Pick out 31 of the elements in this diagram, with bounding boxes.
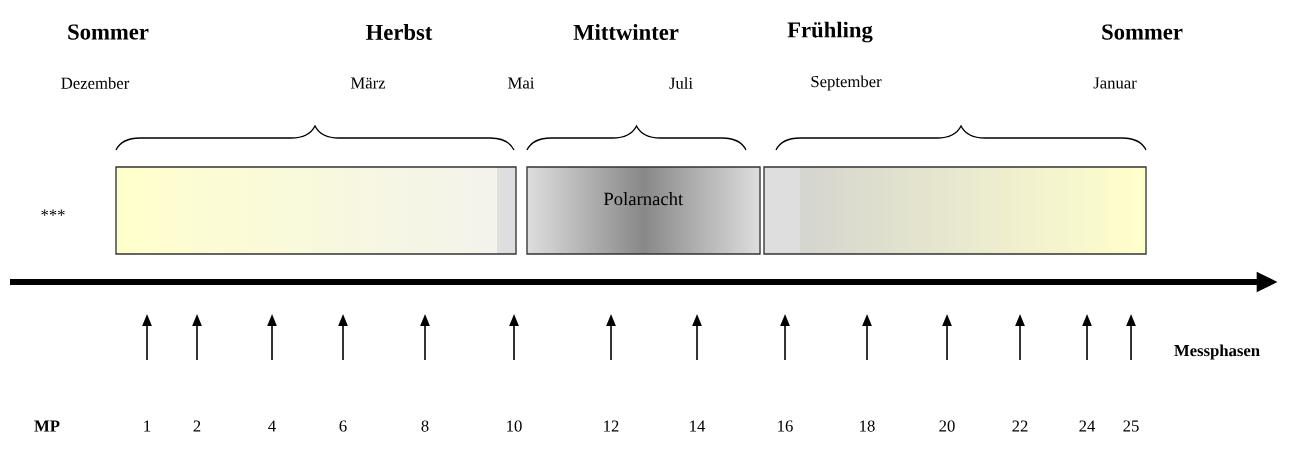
phase-number: 6 <box>339 420 347 432</box>
phase-number: 18 <box>860 420 875 432</box>
phase-number: 25 <box>1123 420 1139 432</box>
phase-number: 12 <box>604 420 619 432</box>
season-heading: Sommer <box>68 24 149 40</box>
season-band: Polarnacht <box>526 166 761 255</box>
month-label: Juli <box>669 77 693 89</box>
season-band <box>115 166 517 255</box>
month-label: September <box>811 75 882 91</box>
season-heading: Sommer <box>1102 24 1183 40</box>
phase-number: 2 <box>193 420 201 432</box>
phase-number: 8 <box>421 420 429 432</box>
month-label: Dezember <box>61 77 130 89</box>
phase-number: 24 <box>1079 420 1096 432</box>
phase-number: 22 <box>1012 420 1028 432</box>
axis-label: Messphasen <box>1174 344 1260 360</box>
month-label: Januar <box>1093 77 1137 89</box>
phase-number: 1 <box>144 420 151 432</box>
phase-number: 16 <box>778 420 793 432</box>
footnote-mark: *** <box>41 209 65 216</box>
month-label: März <box>350 77 386 89</box>
month-label: Mai <box>508 77 535 89</box>
phase-number: 20 <box>939 420 955 432</box>
season-heading: Mittwinter <box>573 24 679 40</box>
phase-number: 10 <box>507 420 522 432</box>
season-band <box>763 166 1147 255</box>
axis-label: MP <box>34 420 60 432</box>
phase-number: 4 <box>268 420 276 432</box>
season-heading: Herbst <box>366 24 433 40</box>
season-heading: Frühling <box>787 21 873 43</box>
phase-number: 14 <box>690 420 706 432</box>
